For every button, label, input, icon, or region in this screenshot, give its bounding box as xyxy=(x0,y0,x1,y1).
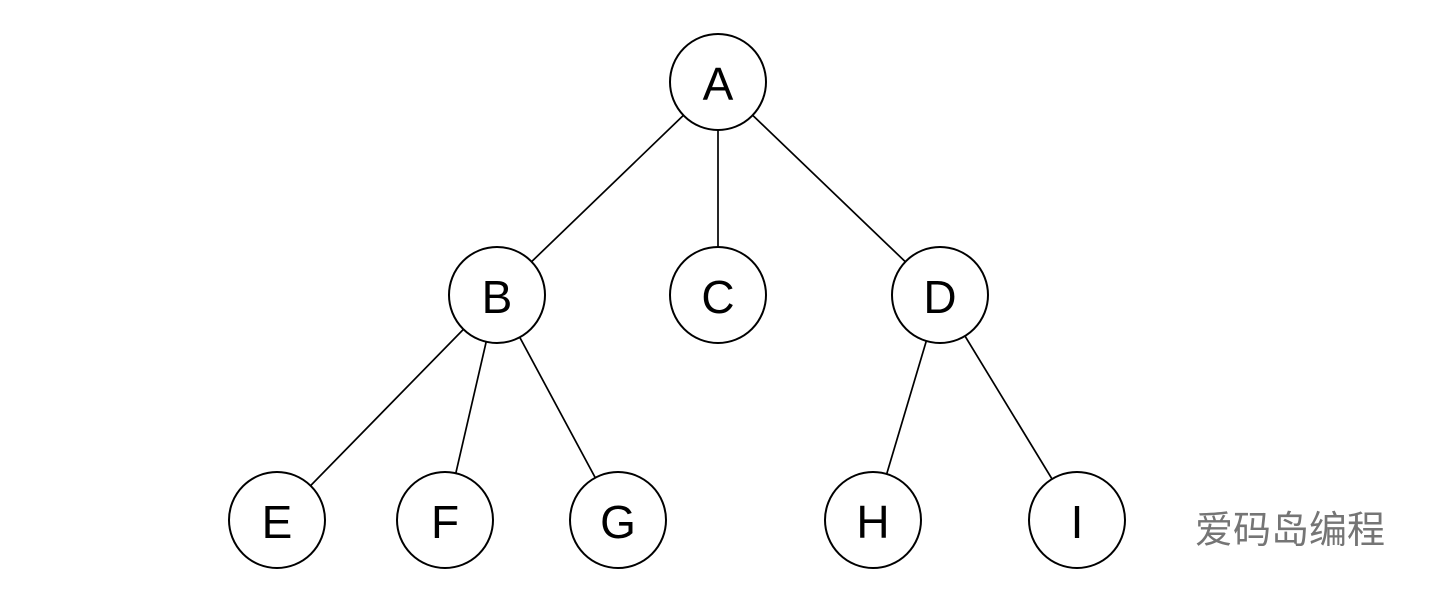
watermark-text: 爱码岛编程 xyxy=(1195,510,1385,552)
tree-node-F: F xyxy=(396,471,494,569)
node-circle-G xyxy=(569,471,667,569)
edge-B-E xyxy=(276,294,498,521)
tree-node-B: B xyxy=(448,246,546,344)
edge-A-B xyxy=(496,81,719,296)
tree-node-I: I xyxy=(1028,471,1126,569)
edge-A-D xyxy=(717,81,941,296)
node-circle-A xyxy=(669,33,767,131)
tree-node-A: A xyxy=(669,33,767,131)
node-label-D: D xyxy=(923,271,956,323)
node-label-I: I xyxy=(1071,496,1084,548)
node-label-G: G xyxy=(600,496,636,548)
node-label-H: H xyxy=(856,496,889,548)
node-circle-D xyxy=(891,246,989,344)
node-label-C: C xyxy=(701,271,734,323)
node-label-B: B xyxy=(482,271,513,323)
tree-node-E: E xyxy=(228,471,326,569)
node-circle-C xyxy=(669,246,767,344)
tree-node-C: C xyxy=(669,246,767,344)
node-label-A: A xyxy=(703,58,734,110)
node-circle-F xyxy=(396,471,494,569)
node-circle-I xyxy=(1028,471,1126,569)
tree-node-D: D xyxy=(891,246,989,344)
node-label-F: F xyxy=(431,496,459,548)
node-circle-B xyxy=(448,246,546,344)
tree-node-H: H xyxy=(824,471,922,569)
node-circle-H xyxy=(824,471,922,569)
tree-node-G: G xyxy=(569,471,667,569)
node-label-E: E xyxy=(262,496,293,548)
node-circle-E xyxy=(228,471,326,569)
